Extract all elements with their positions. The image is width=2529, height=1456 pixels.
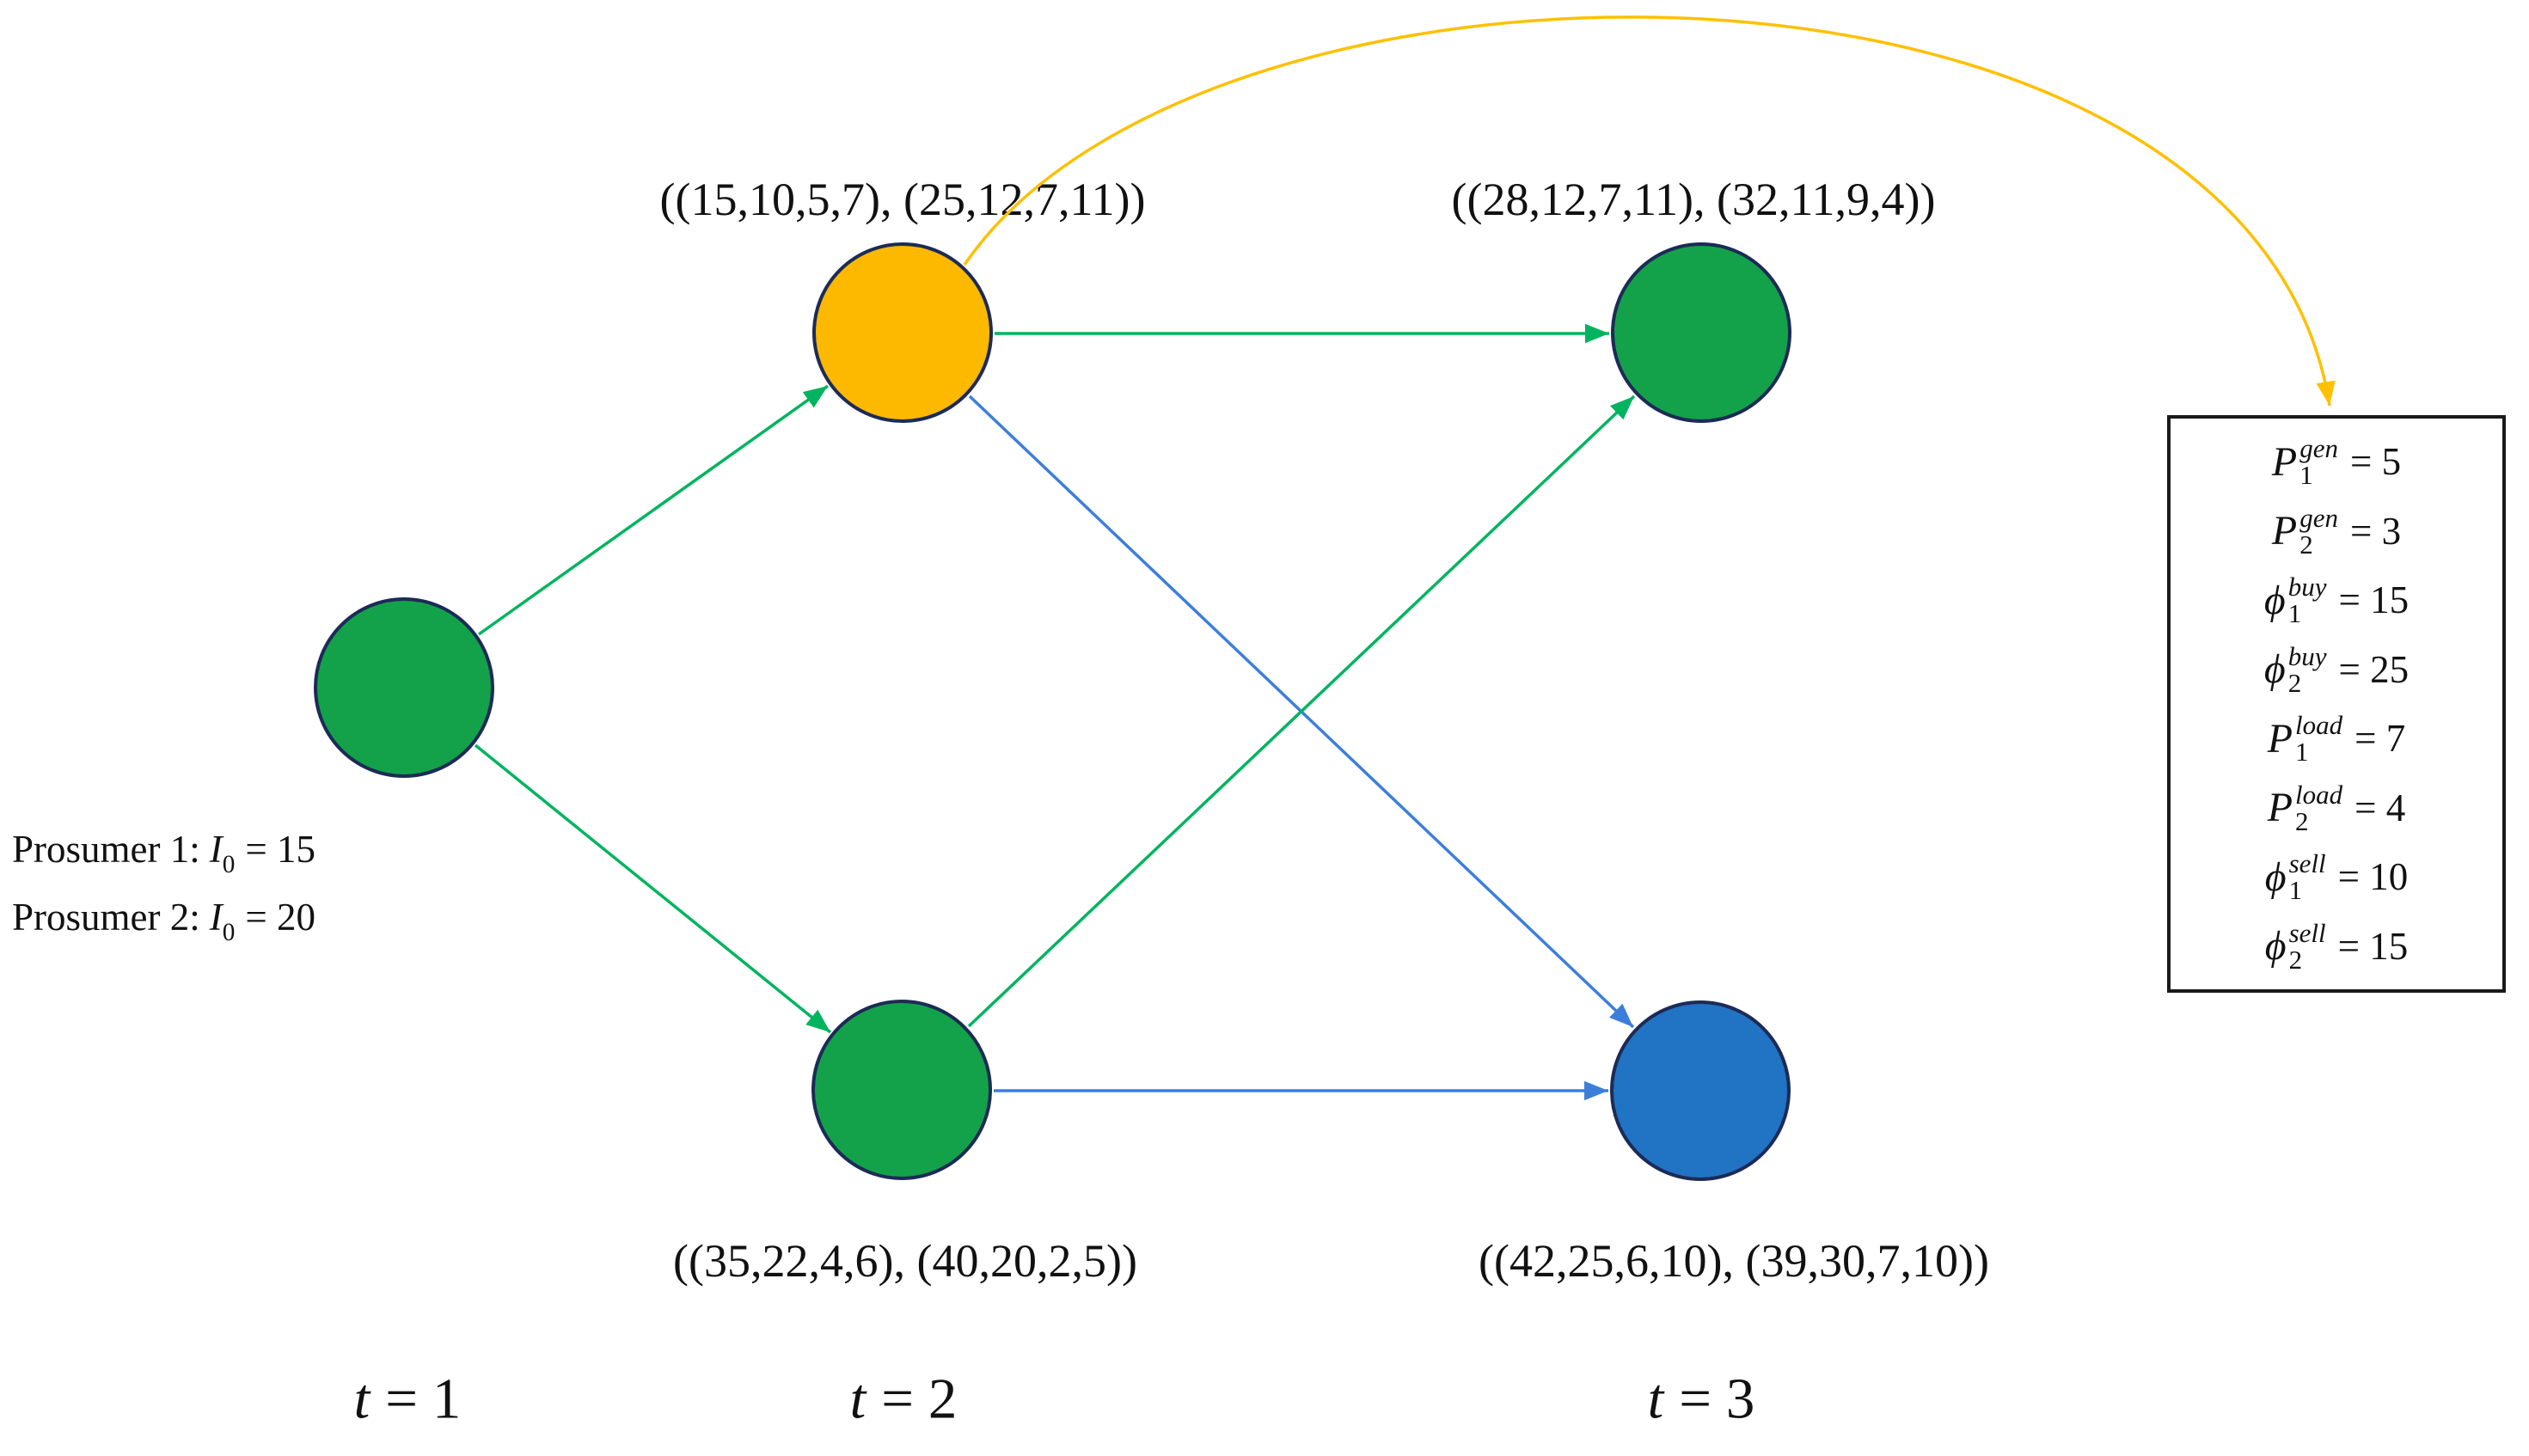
prosumer-note: Prosumer 1:I0= 15 Prosumer 2:I0= 20 (12, 823, 315, 959)
legend-formula-p1gen: P gen 1 = 5 (2171, 427, 2502, 496)
formula-scripts: gen 1 (2299, 435, 2338, 488)
legend-formula-phi2sell: ϕ sell 2 = 15 (2171, 912, 2502, 981)
formula-symbol: ϕ (2263, 646, 2286, 693)
formula-symbol: ϕ (2263, 577, 2286, 623)
formula-subscript: 1 (2287, 598, 2302, 629)
node-t1 (314, 597, 494, 778)
formula-value: = 10 (2337, 855, 2409, 899)
formula-subscript: 1 (2299, 460, 2313, 491)
prosumer-line-2: Prosumer 2:I0 = 20 (12, 891, 315, 959)
formula-symbol: ϕ (2264, 853, 2287, 900)
state-label-t2-top: ((15,10,5,7), (25,12,7,11)) (659, 174, 1146, 225)
formula-superscript: load (2295, 710, 2343, 741)
legend-formula-p2gen: P gen 2 = 3 (2171, 497, 2502, 566)
inventory-symbol: I (209, 828, 223, 871)
formula-superscript: gen (2299, 433, 2338, 464)
formula-superscript: sell (2288, 917, 2326, 948)
edge-t1-to-t2-bottom (474, 743, 832, 1034)
formula-symbol: ϕ (2264, 923, 2287, 970)
state-label-t2-bottom: ((35,22,4,6), (40,20,2,5)) (673, 1235, 1137, 1287)
formula-scripts: sell 2 (2289, 920, 2326, 973)
node-t3-bottom (1610, 1000, 1791, 1181)
inventory-subscript: 0 (222, 919, 236, 947)
formula-subscript: 2 (2295, 805, 2309, 836)
edge-t2-top-to-t3-bottom (968, 395, 1635, 1029)
formula-subscript: 2 (2287, 667, 2302, 698)
formula-value: = 5 (2349, 440, 2402, 484)
formula-superscript: gen (2299, 502, 2338, 533)
formula-superscript: buy (2287, 640, 2327, 671)
time-label-t2: t= 2 (850, 1367, 958, 1433)
legend-formula-phi2buy: ϕ buy 2 = 25 (2171, 635, 2502, 704)
inventory-symbol: I (209, 896, 223, 939)
node-t3-top (1611, 242, 1791, 423)
formula-value: = 7 (2354, 717, 2406, 761)
formula-value: = 15 (2338, 578, 2410, 622)
prosumer-line-1: Prosumer 1:I0 = 15 (12, 823, 315, 891)
formula-superscript: load (2295, 779, 2343, 810)
formula-scripts: gen 2 (2299, 505, 2338, 558)
formula-superscript: buy (2287, 572, 2327, 603)
edge-t2-bottom-to-t3-top (967, 395, 1636, 1028)
node-t2-bottom (811, 1000, 992, 1180)
edge-t1-to-t2-top (477, 384, 830, 636)
formula-symbol: P (2271, 438, 2298, 485)
formula-scripts: sell 1 (2289, 850, 2326, 903)
formula-value: = 4 (2354, 786, 2406, 829)
state-label-t3-bottom: ((42,25,6,10), (39,30,7,10)) (1479, 1235, 1989, 1287)
formula-superscript: sell (2288, 848, 2326, 879)
formula-symbol: P (2271, 508, 2298, 554)
formula-subscript: 2 (2288, 944, 2303, 975)
time-symbol: t (849, 1367, 866, 1431)
time-value: = 2 (881, 1367, 958, 1431)
parameter-box: P gen 1 = 5 P gen 2 = 3 ϕ buy 1 = 15 ϕ (2167, 415, 2506, 993)
time-label-t1: t= 1 (354, 1367, 462, 1433)
formula-symbol: P (2267, 715, 2293, 762)
prosumer-label: Prosumer 2: (12, 896, 200, 939)
time-value: = 3 (1679, 1367, 1755, 1431)
node-t2-top (812, 242, 993, 423)
time-symbol: t (353, 1367, 370, 1431)
inventory-value: = 15 (245, 828, 316, 871)
formula-value: = 15 (2337, 924, 2409, 968)
legend-formula-phi1buy: ϕ buy 1 = 15 (2171, 566, 2502, 634)
formula-scripts: buy 1 (2288, 573, 2327, 627)
formula-subscript: 1 (2295, 737, 2309, 768)
formula-subscript: 2 (2299, 529, 2313, 560)
formula-value: = 25 (2338, 647, 2410, 691)
formula-scripts: load 2 (2295, 781, 2342, 835)
time-value: = 1 (385, 1367, 462, 1431)
formula-scripts: buy 2 (2288, 643, 2327, 696)
inventory-subscript: 0 (222, 851, 236, 879)
formula-scripts: load 1 (2295, 712, 2342, 765)
time-symbol: t (1647, 1367, 1664, 1431)
legend-formula-p2load: P load 2 = 4 (2171, 774, 2502, 842)
inventory-value: = 20 (245, 896, 316, 939)
formula-subscript: 1 (2288, 875, 2303, 906)
legend-formula-p1load: P load 1 = 7 (2171, 704, 2502, 773)
state-label-t3-top: ((28,12,7,11), (32,11,9,4)) (1451, 174, 1936, 225)
prosumer-label: Prosumer 1: (12, 828, 200, 871)
time-label-t3: t= 3 (1648, 1367, 1755, 1433)
formula-value: = 3 (2349, 509, 2402, 553)
legend-formula-phi1sell: ϕ sell 1 = 10 (2171, 842, 2502, 911)
formula-symbol: P (2267, 785, 2293, 831)
